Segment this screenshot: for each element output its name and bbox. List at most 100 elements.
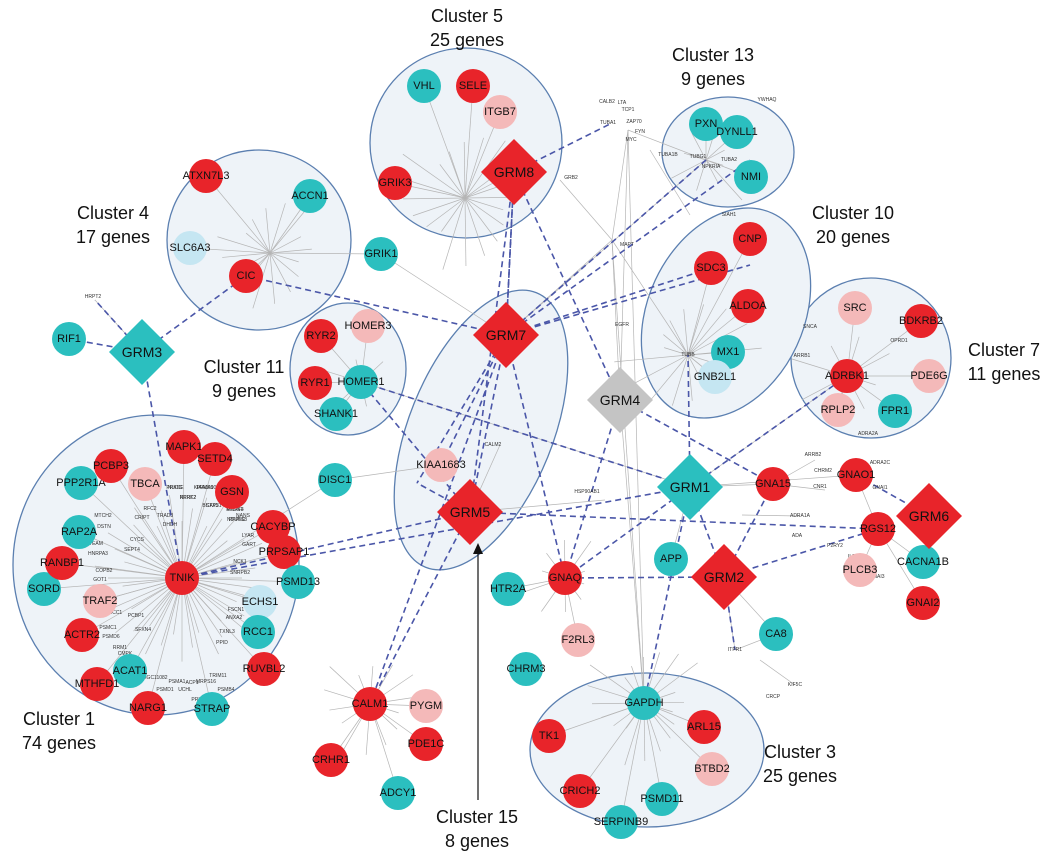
gene-node-cic[interactable]: CIC xyxy=(229,259,263,293)
gene-node-pde1c[interactable]: PDE1C xyxy=(408,727,445,761)
gene-node-ruvbl2[interactable]: RUVBL2 xyxy=(243,652,286,686)
gene-node-htr2a[interactable]: HTR2A xyxy=(490,572,527,606)
receptor-grm7[interactable]: GRM7 xyxy=(473,302,539,368)
gene-node-psmd11[interactable]: PSMD11 xyxy=(640,782,684,816)
gene-node-rplp2[interactable]: RPLP2 xyxy=(821,393,856,427)
gene-node-aldoa[interactable]: ALDOA xyxy=(729,289,767,323)
gene-node-pygm[interactable]: PYGM xyxy=(409,689,443,723)
gene-node-kiaa1683[interactable]: KIAA1683 xyxy=(416,448,466,482)
gene-node-bdkrb2[interactable]: BDKRB2 xyxy=(899,304,943,338)
gene-node-prpsap1[interactable]: PRPSAP1 xyxy=(259,535,310,569)
gene-node-grik3[interactable]: GRIK3 xyxy=(378,166,412,200)
gene-node-mapk1[interactable]: MAPK1 xyxy=(165,430,203,464)
gene-node-cacna1b[interactable]: CACNA1B xyxy=(897,545,949,579)
gene-node-grik1[interactable]: GRIK1 xyxy=(364,237,398,271)
gene-node-homer1[interactable]: HOMER1 xyxy=(337,365,385,399)
gene-node-sdc3[interactable]: SDC3 xyxy=(694,251,728,285)
gene-node-nmi[interactable]: NMI xyxy=(734,160,768,194)
hub-gene-label: ARRB1 xyxy=(794,353,811,359)
small-gene-label: PPID xyxy=(216,640,228,646)
gene-node-ryr1[interactable]: RYR1 xyxy=(298,366,332,400)
network-edge xyxy=(334,464,442,481)
receptor-grm3[interactable]: GRM3 xyxy=(109,319,175,385)
gene-node-adrbk1[interactable]: ADRBK1 xyxy=(825,359,869,393)
gene-node-label: TNIK xyxy=(169,572,195,584)
gene-node-plcb3[interactable]: PLCB3 xyxy=(843,553,878,587)
gene-node-acat1[interactable]: ACAT1 xyxy=(113,654,148,688)
receptor-grm6[interactable]: GRM6 xyxy=(896,483,962,549)
gene-node-adcy1[interactable]: ADCY1 xyxy=(380,776,417,810)
receptor-grm4[interactable]: GRM4 xyxy=(587,367,653,433)
receptor-grm2[interactable]: GRM2 xyxy=(691,544,757,610)
receptor-interaction-edge xyxy=(505,334,566,579)
gene-node-homer3[interactable]: HOMER3 xyxy=(344,309,392,343)
gene-node-mx1[interactable]: MX1 xyxy=(711,335,745,369)
gene-node-cnp[interactable]: CNP xyxy=(733,222,767,256)
gene-node-rap2a[interactable]: RAP2A xyxy=(61,515,98,549)
gene-node-app[interactable]: APP xyxy=(654,542,688,576)
gene-node-tk1[interactable]: TK1 xyxy=(532,719,566,753)
gene-node-gnaq[interactable]: GNAQ xyxy=(548,561,582,595)
gene-node-traf2[interactable]: TRAF2 xyxy=(83,584,118,618)
gene-node-vhl[interactable]: VHL xyxy=(407,69,441,103)
gene-node-setd4[interactable]: SETD4 xyxy=(197,442,233,476)
gene-node-sele[interactable]: SELE xyxy=(456,69,490,103)
gene-node-sord[interactable]: SORD xyxy=(27,572,61,606)
gene-node-rif1[interactable]: RIF1 xyxy=(52,322,86,356)
gene-node-arl15[interactable]: ARL15 xyxy=(687,710,721,744)
gene-node-ca8[interactable]: CA8 xyxy=(759,617,793,651)
gene-node-src[interactable]: SRC xyxy=(838,291,872,325)
gene-node-gnb2l1[interactable]: GNB2L1 xyxy=(694,360,736,394)
gene-node-disc1[interactable]: DISC1 xyxy=(318,463,352,497)
gene-node-rcc1[interactable]: RCC1 xyxy=(241,615,275,649)
receptor-grm5[interactable]: GRM5 xyxy=(437,479,503,545)
gene-node-fpr1[interactable]: FPR1 xyxy=(878,394,912,428)
hub-gene-label: GNAI1 xyxy=(872,485,887,491)
gene-node-serpinb9[interactable]: SERPINB9 xyxy=(594,805,648,839)
gene-node-atxn7l3[interactable]: ATXN7L3 xyxy=(183,159,230,193)
gene-node-chrm3[interactable]: CHRM3 xyxy=(506,652,546,686)
receptor-interaction-edge xyxy=(513,122,613,173)
gene-node-actr2[interactable]: ACTR2 xyxy=(64,618,100,652)
gene-node-calm1[interactable]: CALM1 xyxy=(352,687,389,721)
gene-node-slc6a3[interactable]: SLC6A3 xyxy=(170,231,211,265)
gene-node-ranbp1[interactable]: RANBP1 xyxy=(40,546,84,580)
gene-node-psmd13[interactable]: PSMD13 xyxy=(276,565,320,599)
gene-node-pxn[interactable]: PXN xyxy=(689,107,723,141)
small-gene-label: GOT1 xyxy=(93,577,107,583)
gene-node-accn1[interactable]: ACCN1 xyxy=(291,179,329,213)
gene-node-gapdh[interactable]: GAPDH xyxy=(624,686,664,720)
gene-node-ppp2r1a[interactable]: PPP2R1A xyxy=(56,466,106,500)
gene-node-gsn[interactable]: GSN xyxy=(215,475,249,509)
gene-node-tnik[interactable]: TNIK xyxy=(165,561,199,595)
gene-node-shank1[interactable]: SHANK1 xyxy=(314,397,358,431)
gene-node-pcbp3[interactable]: PCBP3 xyxy=(93,449,129,483)
gene-node-narg1[interactable]: NARG1 xyxy=(129,691,167,725)
gene-node-strap[interactable]: STRAP xyxy=(194,692,231,726)
gene-node-btbd2[interactable]: BTBD2 xyxy=(694,752,730,786)
gene-node-crhr1[interactable]: CRHR1 xyxy=(312,743,350,777)
receptor-grm1[interactable]: GRM1 xyxy=(657,454,723,520)
gene-node-circle xyxy=(407,69,441,103)
gene-node-f2rl3[interactable]: F2RL3 xyxy=(561,623,595,657)
gene-node-dynll1[interactable]: DYNLL1 xyxy=(716,115,758,149)
gene-node-rgs12[interactable]: RGS12 xyxy=(860,512,896,546)
network-edge xyxy=(441,197,466,232)
small-gene-label: NUDC xyxy=(168,485,183,491)
gene-node-itgb7[interactable]: ITGB7 xyxy=(483,95,517,129)
gene-node-crich2[interactable]: CRICH2 xyxy=(560,774,601,808)
network-edge xyxy=(464,197,504,226)
small-gene-label: PSMA1 xyxy=(169,679,186,685)
gene-node-mthfd1[interactable]: MTHFD1 xyxy=(75,667,120,701)
gene-node-gnai2[interactable]: GNAI2 xyxy=(906,586,940,620)
gene-node-gnao1[interactable]: GNAO1 xyxy=(837,458,876,492)
gene-node-echs1[interactable]: ECHS1 xyxy=(242,585,279,619)
gene-node-ryr2[interactable]: RYR2 xyxy=(304,319,338,353)
gene-node-tbca[interactable]: TBCA xyxy=(128,467,162,501)
receptor-grm8[interactable]: GRM8 xyxy=(481,139,547,205)
gene-node-gna15[interactable]: GNA15 xyxy=(755,467,791,501)
gene-node-pde6g[interactable]: PDE6G xyxy=(910,359,948,393)
hub-gene-label: YWHAQ xyxy=(758,97,777,103)
gene-node-label: GRIK1 xyxy=(364,248,397,260)
